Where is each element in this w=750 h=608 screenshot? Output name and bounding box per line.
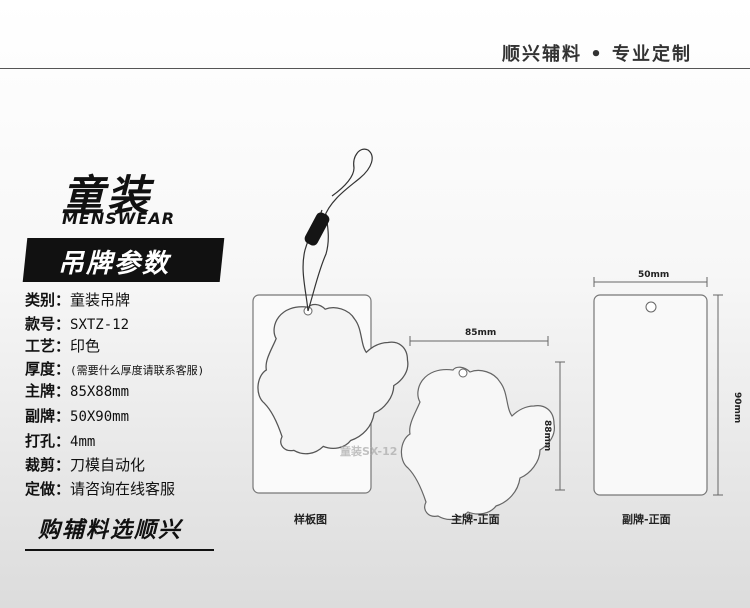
hang-string-loop: [323, 148, 373, 219]
sample-diagram: [252, 148, 409, 494]
sub-hole: [645, 301, 657, 313]
spec-row-custom: 定做：请咨询在线客服: [25, 478, 175, 502]
bottom-slogan-underline: [25, 549, 214, 551]
sub-tag-diagram: [593, 277, 723, 496]
spec-row-hole: 打孔：4mm: [25, 430, 95, 454]
spec-key: 厚度：: [25, 360, 71, 378]
spec-value: (需要什么厚度请联系客服): [70, 364, 205, 377]
sub-rect-tag: [593, 294, 708, 496]
spec-value: 刀模自动化: [70, 456, 146, 474]
spec-row-sub-tag: 副牌：50X90mm: [25, 405, 129, 429]
spec-value: 请咨询在线客服: [70, 480, 176, 498]
spec-key: 打孔：: [25, 432, 71, 450]
spec-key: 主牌：: [25, 382, 71, 400]
bottom-slogan: 购辅料选顺兴: [38, 518, 183, 543]
main-height-label: 88mm: [542, 420, 552, 452]
spec-value: 童装吊牌: [70, 291, 131, 309]
brand-title: 童装: [62, 171, 153, 220]
main-hole: [458, 368, 468, 378]
brand-subtitle: MENSWEAR: [62, 209, 176, 228]
spec-key: 款号：: [25, 315, 71, 333]
spec-value: 85X88mm: [70, 384, 130, 400]
spec-row-process: 工艺：印色: [25, 335, 100, 359]
sub-height-label: 90mm: [732, 392, 742, 424]
sub-caption: 副牌-正面: [622, 513, 671, 526]
header-divider: [0, 68, 750, 69]
header-slogan: 顺兴辅料 • 专业定制: [501, 44, 692, 65]
sample-caption: 样板图: [294, 513, 327, 526]
spec-title: 吊牌参数: [58, 249, 171, 279]
main-width-label: 85mm: [465, 328, 497, 338]
spec-row-cutting: 裁剪：刀模自动化: [25, 454, 145, 478]
spec-value: SXTZ-12: [70, 317, 130, 333]
string-lock: [304, 212, 330, 246]
spec-row-category: 类别：童装吊牌: [25, 289, 130, 313]
spec-key: 工艺：: [25, 337, 71, 355]
spec-row-model: 款号：SXTZ-12: [25, 313, 129, 337]
spec-value: 50X90mm: [70, 409, 130, 425]
spec-key: 定做：: [25, 480, 71, 498]
spec-key: 类别：: [25, 291, 71, 309]
main-tag-diagram: [400, 336, 565, 521]
main-caption: 主牌-正面: [451, 513, 500, 526]
spec-value: 4mm: [70, 434, 96, 450]
spec-key: 裁剪：: [25, 456, 71, 474]
spec-value: 印色: [70, 337, 101, 355]
main-bear-tag: [400, 366, 555, 521]
spec-key: 副牌：: [25, 407, 71, 425]
spec-row-thickness: 厚度：(需要什么厚度请联系客服): [25, 358, 204, 382]
sub-width-label: 50mm: [638, 270, 670, 280]
spec-row-main-tag: 主牌：85X88mm: [25, 380, 129, 404]
sample-watermark: 童装SX-12: [340, 445, 398, 458]
sample-bear-tag: [257, 303, 409, 455]
